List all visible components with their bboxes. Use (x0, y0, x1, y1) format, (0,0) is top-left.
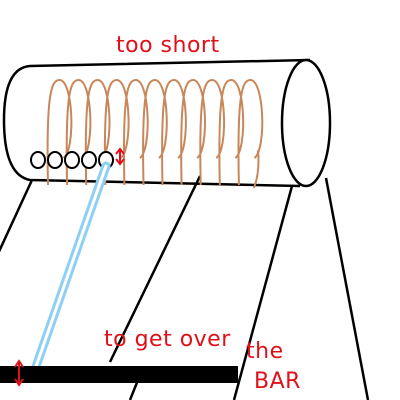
right-stand-outer-edge (324, 177, 370, 400)
coil-loops (46, 78, 264, 186)
double-arrow-icon (115, 147, 125, 166)
annotation-top: too short (116, 33, 220, 58)
annotation-bottom-line1: to get over (104, 327, 231, 352)
hole (81, 151, 97, 169)
cylinder (2, 58, 332, 188)
rod-core (30, 164, 108, 380)
right-stand-inner-edge (232, 185, 294, 400)
arrow-top-head-down (115, 158, 125, 166)
coil-tail (253, 149, 260, 189)
arrow-bottom-head-down (14, 378, 24, 387)
coil (46, 78, 264, 189)
cylinder-end-cap (280, 58, 332, 188)
left-stand-outer-edge (0, 179, 34, 253)
cylinder-body-outline (2, 58, 311, 188)
hole (30, 151, 46, 169)
arrow-top-head-up (115, 147, 125, 155)
right-stand (232, 177, 370, 400)
annotation-bottom-line3: BAR (254, 369, 301, 394)
holes (30, 151, 114, 169)
left-stand-inner-edge (108, 175, 202, 363)
hole (64, 151, 80, 169)
arrows (14, 147, 125, 387)
arrow-bottom-head-up (14, 359, 24, 368)
bar (0, 366, 238, 383)
bar-shape (0, 366, 238, 383)
rod (27, 161, 111, 383)
annotations: too short to get over the BAR (104, 33, 301, 394)
double-arrow-icon (14, 359, 24, 387)
annotation-bottom-line2: the (246, 339, 284, 364)
hole (47, 151, 63, 169)
